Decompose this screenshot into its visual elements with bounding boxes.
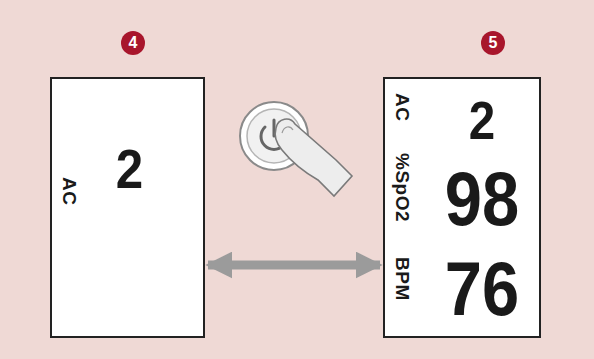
callout-number: 4 xyxy=(121,31,145,55)
screen-box: 2 98 76 AC %SpO2BPM xyxy=(383,77,541,338)
reading-value: 98 xyxy=(430,161,534,237)
unit-label: BPM xyxy=(393,257,412,301)
screen-box: 2AC xyxy=(50,77,205,338)
toggle-arrow xyxy=(208,261,380,270)
unit-label: AC xyxy=(393,93,412,121)
reading-value: 2 xyxy=(79,141,180,197)
callout-number: 5 xyxy=(481,31,505,55)
unit-label: AC xyxy=(60,177,79,205)
fingernail xyxy=(282,127,293,133)
reading-value: 2 xyxy=(434,93,531,147)
unit-label: %SpO2 xyxy=(393,153,412,222)
reading-value: 76 xyxy=(430,251,534,327)
finger xyxy=(275,119,352,196)
